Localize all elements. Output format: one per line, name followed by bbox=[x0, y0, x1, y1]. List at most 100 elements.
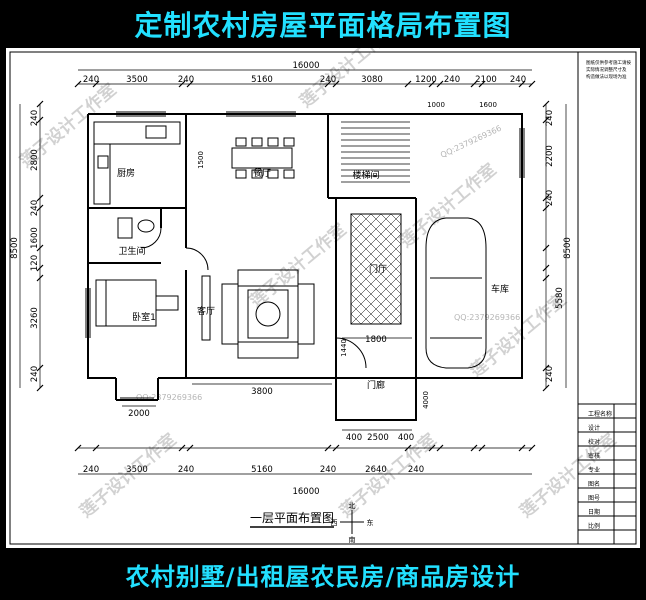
rug-line bbox=[380, 303, 401, 324]
dim-top-seg-1: 3500 bbox=[126, 75, 148, 85]
dining-table bbox=[231, 147, 293, 169]
dim-left-seg-3: 1600 bbox=[30, 227, 40, 249]
dining-chairs bbox=[235, 137, 295, 179]
car-outline bbox=[425, 217, 487, 369]
dim-tick bbox=[36, 384, 44, 392]
dim-tick bbox=[186, 444, 194, 452]
rug-line bbox=[351, 214, 372, 235]
dim-left-seg-5: 3260 bbox=[30, 307, 40, 329]
dim-bottom-seg-3: 5160 bbox=[251, 465, 273, 475]
dim-bottom-seg-4: 240 bbox=[320, 465, 336, 475]
tb-label-3: 审核 bbox=[588, 452, 600, 460]
compass-north: 北 bbox=[349, 502, 356, 510]
dim-tick bbox=[542, 116, 550, 124]
room-porch: 门廊 bbox=[367, 379, 385, 391]
top-banner: 定制农村房屋平面格局布置图 bbox=[134, 9, 512, 42]
svg-text:实际情况调整尺寸及: 实际情况调整尺寸及 bbox=[586, 66, 627, 73]
dim-tick bbox=[542, 100, 550, 108]
dim-left-seg-0: 240 bbox=[30, 110, 40, 126]
tb-label-6: 图号 bbox=[588, 495, 600, 502]
toilet bbox=[117, 217, 133, 239]
dim-tick bbox=[542, 204, 550, 212]
dim-tick bbox=[542, 244, 550, 252]
dim-inner-6: 400 bbox=[346, 433, 362, 443]
dim-tick bbox=[528, 80, 536, 88]
dim-tick bbox=[542, 194, 550, 202]
rug-line bbox=[351, 263, 401, 315]
dimension-ticks bbox=[36, 80, 550, 452]
dim-inner-1: 2000 bbox=[128, 409, 150, 419]
rug-line bbox=[351, 253, 401, 305]
dim-top-seg-5: 3080 bbox=[361, 75, 383, 85]
dimension-lines bbox=[19, 69, 567, 475]
dim-tick bbox=[36, 194, 44, 202]
dim-tick bbox=[332, 444, 340, 452]
armchair-left bbox=[221, 283, 239, 345]
dim-tick bbox=[332, 80, 340, 88]
dim-inner-4: 1440 bbox=[340, 339, 348, 357]
rug-grid bbox=[351, 214, 401, 324]
room-kitchen: 厨房 bbox=[117, 167, 135, 179]
dim-tick bbox=[36, 116, 44, 124]
dim-top-seg-2: 240 bbox=[178, 75, 194, 85]
headboard bbox=[95, 279, 107, 327]
room-foyer: 门厅 bbox=[369, 263, 387, 275]
dim-inner-2: 1500 bbox=[197, 151, 205, 169]
tb-label-0: 工程名称 bbox=[588, 410, 612, 418]
coffee-table bbox=[247, 289, 289, 339]
rug-line bbox=[351, 223, 401, 275]
rug-line bbox=[351, 323, 352, 324]
qq-mark-1: QQ:2379269366 bbox=[454, 313, 520, 322]
dim-tick bbox=[428, 444, 436, 452]
dim-tick bbox=[436, 444, 444, 452]
dim-bottom-seg-6: 240 bbox=[408, 465, 424, 475]
door-swing-foyer bbox=[335, 337, 367, 369]
rug-line bbox=[370, 293, 401, 324]
room-stair: 楼梯间 bbox=[352, 169, 379, 181]
dim-tick bbox=[528, 444, 536, 452]
dim-tick bbox=[92, 80, 100, 88]
drawing-sheet: 240 3500 240 5160 240 3080 1200 240 2100… bbox=[6, 19, 640, 548]
rug-line bbox=[400, 323, 401, 324]
dim-tick bbox=[36, 264, 44, 272]
sofa-top bbox=[237, 269, 299, 287]
watermark-7: 莲子设计工作室 bbox=[336, 429, 441, 522]
dim-tick bbox=[470, 80, 478, 88]
rug-line bbox=[351, 273, 401, 324]
dim-top-sub-0: 1000 bbox=[427, 101, 445, 109]
dim-tick bbox=[36, 244, 44, 252]
washbasin bbox=[137, 219, 155, 233]
dim-tick bbox=[428, 80, 436, 88]
foyer-rug bbox=[350, 213, 402, 325]
stove bbox=[97, 155, 109, 169]
dim-tick bbox=[92, 444, 100, 452]
title-block-grid bbox=[578, 403, 636, 544]
rug-line bbox=[351, 214, 362, 225]
dim-tick bbox=[518, 444, 526, 452]
dim-left-seg-1: 2800 bbox=[30, 149, 40, 171]
tb-label-4: 专业 bbox=[588, 466, 600, 474]
rug-line bbox=[380, 214, 401, 235]
dim-bottom-seg-0: 240 bbox=[83, 465, 99, 475]
dim-left-total: 8500 bbox=[10, 237, 20, 259]
dim-inner-8: 4000 bbox=[422, 391, 430, 409]
room-living: 客厅 bbox=[197, 305, 215, 317]
rug-line bbox=[390, 214, 401, 225]
floor-plan: 240 3500 240 5160 240 3080 1200 240 2100… bbox=[9, 19, 637, 545]
dim-right-seg-0: 240 bbox=[545, 110, 555, 126]
dim-top-seg-8: 2100 bbox=[475, 75, 497, 85]
dim-tick bbox=[36, 364, 44, 372]
dim-tick bbox=[542, 384, 550, 392]
dim-tick bbox=[36, 204, 44, 212]
dim-right-seg-2: 240 bbox=[545, 190, 555, 206]
dim-inner-7: 400 bbox=[398, 433, 414, 443]
watermark-6: 莲子设计工作室 bbox=[76, 429, 181, 522]
rug-line bbox=[351, 214, 392, 255]
dim-tick bbox=[74, 444, 82, 452]
carpet-medallion bbox=[255, 301, 281, 327]
compass-west: 西 bbox=[331, 519, 338, 527]
dim-top-seg-4: 240 bbox=[320, 75, 336, 85]
tb-label-5: 图名 bbox=[588, 480, 600, 488]
title-block-notes: 图纸仅供参考施工请按 实际情况调整尺寸及 构造做法以现场为准 bbox=[586, 59, 631, 80]
